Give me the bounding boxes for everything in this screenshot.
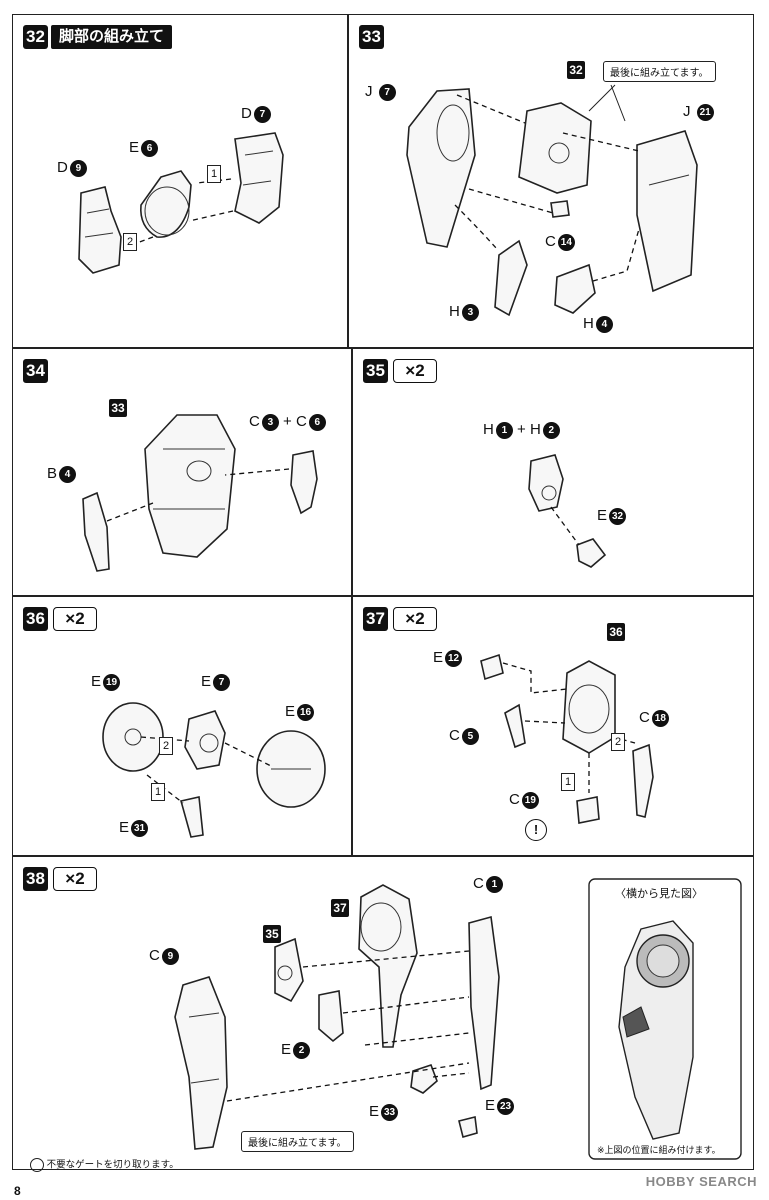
step-38-illustration [174,878,742,1160]
final-assembly-note: 最後に組み立てます。 [241,1131,354,1152]
step-36-illustration [102,702,326,838]
part-number: 14 [557,233,575,251]
part-number: 9 [69,159,87,177]
part-number: 18 [651,709,669,727]
side-view-note: ※上図の位置に組み付けます。 [597,1145,721,1155]
part-number: 19 [103,673,121,691]
ref-step-36: 36 [607,623,625,642]
nipper-icon [30,1158,44,1172]
quantity-multiplier: ×2 [53,607,97,631]
quantity-multiplier: ×2 [53,867,97,891]
ref-step-33: 33 [109,399,127,418]
part-number: 4 [595,315,613,333]
part-number: 9 [161,947,179,965]
part-number: 31 [131,819,149,837]
part-number: 16 [297,703,315,721]
part-number: 6 [141,139,159,157]
part-number: 7 [253,105,271,123]
step-number: 33 [359,25,384,49]
part-number: 5 [461,727,479,745]
final-assembly-note: 最後に組み立てます。 [603,61,716,82]
order-marker-1: 1 [151,783,166,801]
part-number: 3 [461,303,479,321]
part-label-j7: J 7 [365,83,396,101]
quantity-multiplier: ×2 [393,359,437,383]
ref-step-32: 32 [567,61,585,80]
step-number: 36 [23,607,48,631]
part-number: 21 [696,103,714,121]
quantity-multiplier: ×2 [393,607,437,631]
part-number: 7 [378,83,396,101]
watermark: HOBBY SEARCH [645,1174,757,1189]
ref-step-37: 37 [331,899,349,918]
order-marker-1: 1 [207,165,222,183]
gate-cut-note: 不要なゲートを切り取ります。 [30,1158,179,1173]
step-32-illustration [78,132,284,274]
order-marker-2: 2 [611,733,626,751]
step-34-illustration [82,414,318,572]
step-number: 32 [23,25,48,49]
step-number: 34 [23,359,48,383]
part-number: 32 [609,507,627,525]
section-title: 脚部の組み立て [51,25,173,49]
part-number: 7 [213,673,231,691]
part-number: 2 [293,1041,311,1059]
order-marker-2: 2 [159,737,174,755]
page-number: 8 [14,1184,21,1198]
side-view-title: 〈横から見た図〉 [615,888,703,900]
part-number: 33 [381,1103,399,1121]
step-number: 37 [363,607,388,631]
step-number: 35 [363,359,388,383]
step-35-illustration [528,454,607,568]
part-number: 4 [59,465,77,483]
part-number: 12 [445,649,463,667]
part-number: 1 [485,875,503,893]
part-number: 23 [497,1097,515,1115]
warning-icon: ! [523,819,547,841]
ref-step-35: 35 [263,925,281,944]
part-label-j21: J 21 [683,103,714,121]
order-marker-1: 1 [561,773,576,791]
step-number: 38 [23,867,48,891]
step-33-illustration [406,84,698,317]
order-marker-2: 2 [123,233,138,251]
part-number: 19 [521,791,539,809]
step-37-illustration [480,653,654,824]
